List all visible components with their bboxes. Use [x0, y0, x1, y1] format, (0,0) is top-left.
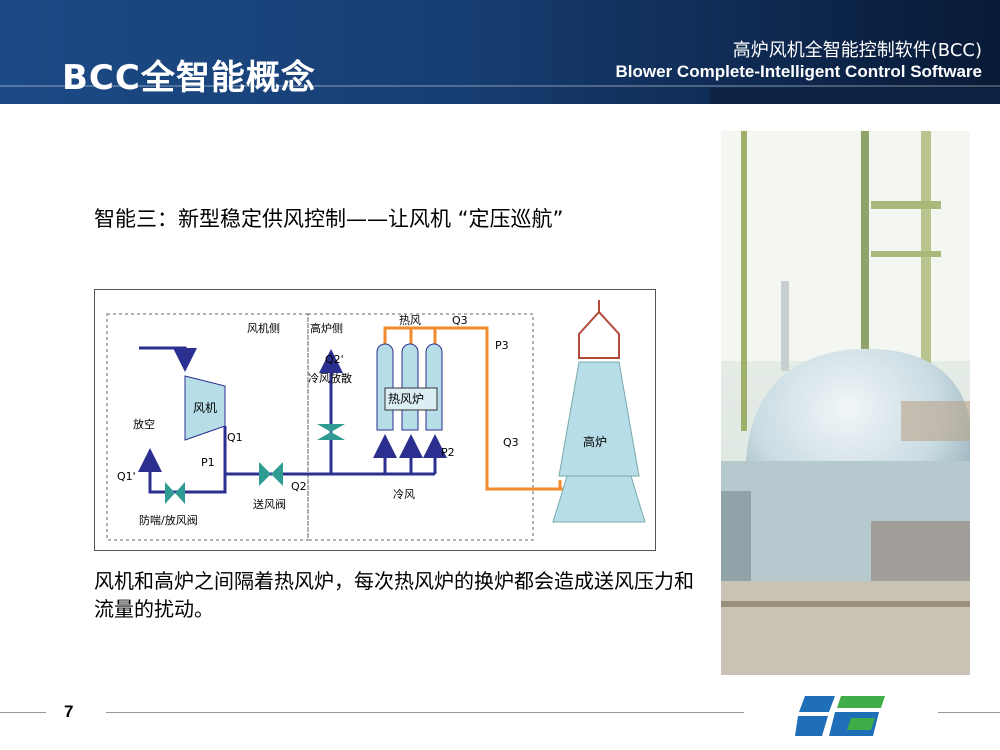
label-stove: 热风炉 — [388, 392, 424, 406]
supply-valve — [259, 462, 283, 486]
label-q2: Q2 — [291, 480, 307, 493]
header-subtitle-cn: 高炉风机全智能控制软件(BCC) — [732, 40, 982, 61]
hot-stove-group — [376, 343, 443, 431]
label-cold-air: 冷风 — [393, 488, 415, 501]
company-logo — [795, 690, 891, 746]
label-q3-mid: Q3 — [503, 436, 519, 449]
blast-furnace-shape — [552, 300, 646, 523]
footer-line-left — [0, 712, 46, 713]
label-blast-furnace: 高炉 — [583, 434, 607, 449]
blower-shape — [184, 375, 226, 441]
cold-air-vent-valve — [317, 416, 345, 440]
body-paragraph: 风机和高炉之间隔着热风炉，每次热风炉的换炉都会造成送风压力和流量的扰动。 — [94, 569, 694, 621]
label-p2: P2 — [441, 446, 455, 459]
page-number: 7 — [64, 702, 74, 721]
furnace-side-region — [307, 313, 534, 541]
label-blower-side: 风机侧 — [247, 321, 280, 335]
label-p3: P3 — [495, 339, 509, 352]
header-banner: BCC全智能概念 高炉风机全智能控制软件(BCC) Blower Complet… — [0, 0, 1000, 104]
section-heading: 智能三：新型稳定供风控制——让风机 “定压巡航” — [94, 207, 564, 231]
label-q3-top: Q3 — [452, 314, 468, 327]
label-vent: 放空 — [133, 417, 155, 431]
blower-machine-photo — [721, 131, 970, 675]
label-furnace-side: 高炉侧 — [310, 321, 343, 335]
header-subtitle-en: Blower Complete-Intelligent Control Soft… — [615, 62, 982, 81]
label-blower: 风机 — [193, 401, 217, 415]
diagram-canvas: 风机侧 高炉侧 热风 Q3 P3 Q2' 冷风放散 风机 热风炉 放空 Q1 P… — [106, 300, 646, 541]
header-step-shape — [710, 88, 1000, 104]
label-anti-surge-valve: 防喘/放风阀 — [139, 513, 198, 527]
footer-line-middle — [106, 712, 744, 713]
label-cold-air-vent: 冷风放散 — [308, 371, 352, 385]
process-diagram: 风机侧 高炉侧 热风 Q3 P3 Q2' 冷风放散 风机 热风炉 放空 Q1 P… — [94, 289, 656, 551]
label-hot-air: 热风 — [399, 314, 421, 327]
anti-surge-valve — [165, 482, 185, 504]
label-q1: Q1 — [227, 431, 243, 444]
cold-air-lines — [138, 346, 447, 494]
label-supply-valve: 送风阀 — [253, 497, 286, 511]
slide-title: BCC全智能概念 — [62, 58, 316, 98]
label-q2prime: Q2' — [325, 353, 344, 366]
footer-line-right — [938, 712, 1000, 713]
label-p1: P1 — [201, 456, 215, 469]
header-divider — [0, 85, 1000, 87]
label-q1prime: Q1' — [117, 470, 136, 483]
